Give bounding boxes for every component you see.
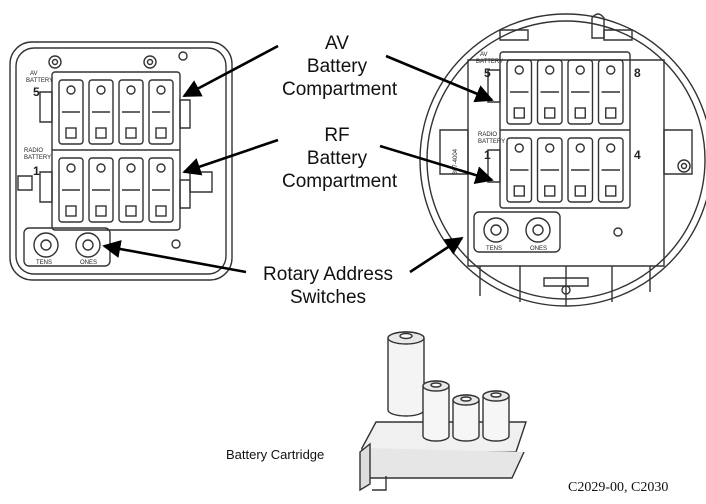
rf-callout-line2: Battery [306,148,368,169]
right-av-marking-line1: AV [480,52,488,58]
battery-slot [536,59,563,125]
figure-code: C2029-00, C2030 [568,480,669,495]
battery-contact [126,85,136,95]
rf-callout-line1: RF [324,125,350,146]
slot-tab [574,107,586,119]
battery-slot [88,157,114,223]
battery-contact [96,163,106,173]
square-enclosure [9,41,233,281]
rotary-arrow-right [409,236,464,274]
av-callout-line3: Compartment [282,79,398,100]
callout-arrows [102,44,494,274]
slot-tab [155,205,167,217]
battery-slot [118,79,144,145]
battery-slot [88,79,114,145]
left-av-marking-line2: BATTERY [26,78,53,84]
rotary-callout-line1: Rotary Address [263,264,393,285]
slot-tab [544,185,556,197]
left-device-markings: AV BATTERY 5 RADIO BATTERY 1 TENS ONES [24,71,97,266]
rotary-arrow-left [102,239,247,274]
slot-tab [65,127,77,139]
battery-slot [506,137,533,203]
slot-tab [544,107,556,119]
battery-contact [545,65,555,75]
battery-contact [575,143,585,153]
battery-contact [606,65,616,75]
slot-tab [605,107,617,119]
round-enclosure [419,13,706,307]
slot-tab [95,127,107,139]
right-switch-label-tens: TENS [486,246,502,252]
av-callout-line2: Battery [306,56,368,77]
battery-contact [575,65,585,75]
battery-slot [58,79,84,145]
battery-contact [126,163,136,173]
battery-slot [118,157,144,223]
slot-tab [605,185,617,197]
battery-contact [66,85,76,95]
slot-tab [65,205,77,217]
left-radio-marking-line1: RADIO [24,148,43,154]
right-av-marking-line2: BATTERY [476,59,503,65]
right-radio-marking-line1: RADIO [478,132,497,138]
rf-arrow-right [379,144,494,184]
right-side-marking: B07-4004 [453,148,459,175]
right-av-number-left: 5 [484,66,491,80]
left-radio-number: 1 [33,164,40,178]
battery-contact [66,163,76,173]
battery-slot [536,137,563,203]
right-radio-marking-line2: BATTERY [478,139,505,145]
battery-contact [606,143,616,153]
slot-tab [155,127,167,139]
battery-contact [156,85,166,95]
av-battery-compartment-callout: AV Battery Compartment [282,32,398,101]
rotary-callout-line2: Switches [289,287,367,308]
left-radio-marking-line2: BATTERY [24,155,51,161]
battery-contact [156,163,166,173]
battery-cartridge-illustration [359,331,527,492]
rotary-address-switches-callout: Rotary Address Switches [248,263,408,309]
slot-tab [125,127,137,139]
battery-slot [597,137,624,203]
left-switch-label-tens: TENS [36,260,52,266]
right-device-markings: AV BATTERY 5 8 RADIO BATTERY 1 4 TENS ON… [453,52,641,252]
rf-arrow-left [182,138,279,176]
slot-tab [95,205,107,217]
battery-slot [567,137,594,203]
av-arrow-left [182,44,279,98]
battery-slot [148,157,174,223]
right-switch-label-ones: ONES [530,246,547,252]
rf-callout-line3: Compartment [282,171,398,192]
battery-slot [58,157,84,223]
av-callout-line1: AV [325,33,349,54]
av-arrow-right [385,54,494,103]
battery-slot [567,59,594,125]
battery-cartridge-label: Battery Cartridge [226,447,325,462]
slot-tab [574,185,586,197]
slot-tab [125,205,137,217]
left-av-number: 5 [33,85,40,99]
cell-terminal [430,382,442,388]
cell-terminal [460,396,472,402]
battery-contact [514,65,524,75]
slot-tab [513,107,525,119]
left-av-marking-line1: AV [30,71,38,77]
battery-contact [545,143,555,153]
right-radio-number-right: 4 [634,148,641,162]
battery-slot [148,79,174,145]
rf-battery-compartment-callout: RF Battery Compartment [282,124,398,193]
battery-contact [96,85,106,95]
slot-tab [513,185,525,197]
right-radio-number-left: 1 [484,148,491,162]
battery-slot [506,59,533,125]
left-switch-label-ones: ONES [80,260,97,266]
right-av-number-right: 8 [634,66,641,80]
battery-contact [514,143,524,153]
battery-slot [597,59,624,125]
cell-terminal [490,392,502,398]
